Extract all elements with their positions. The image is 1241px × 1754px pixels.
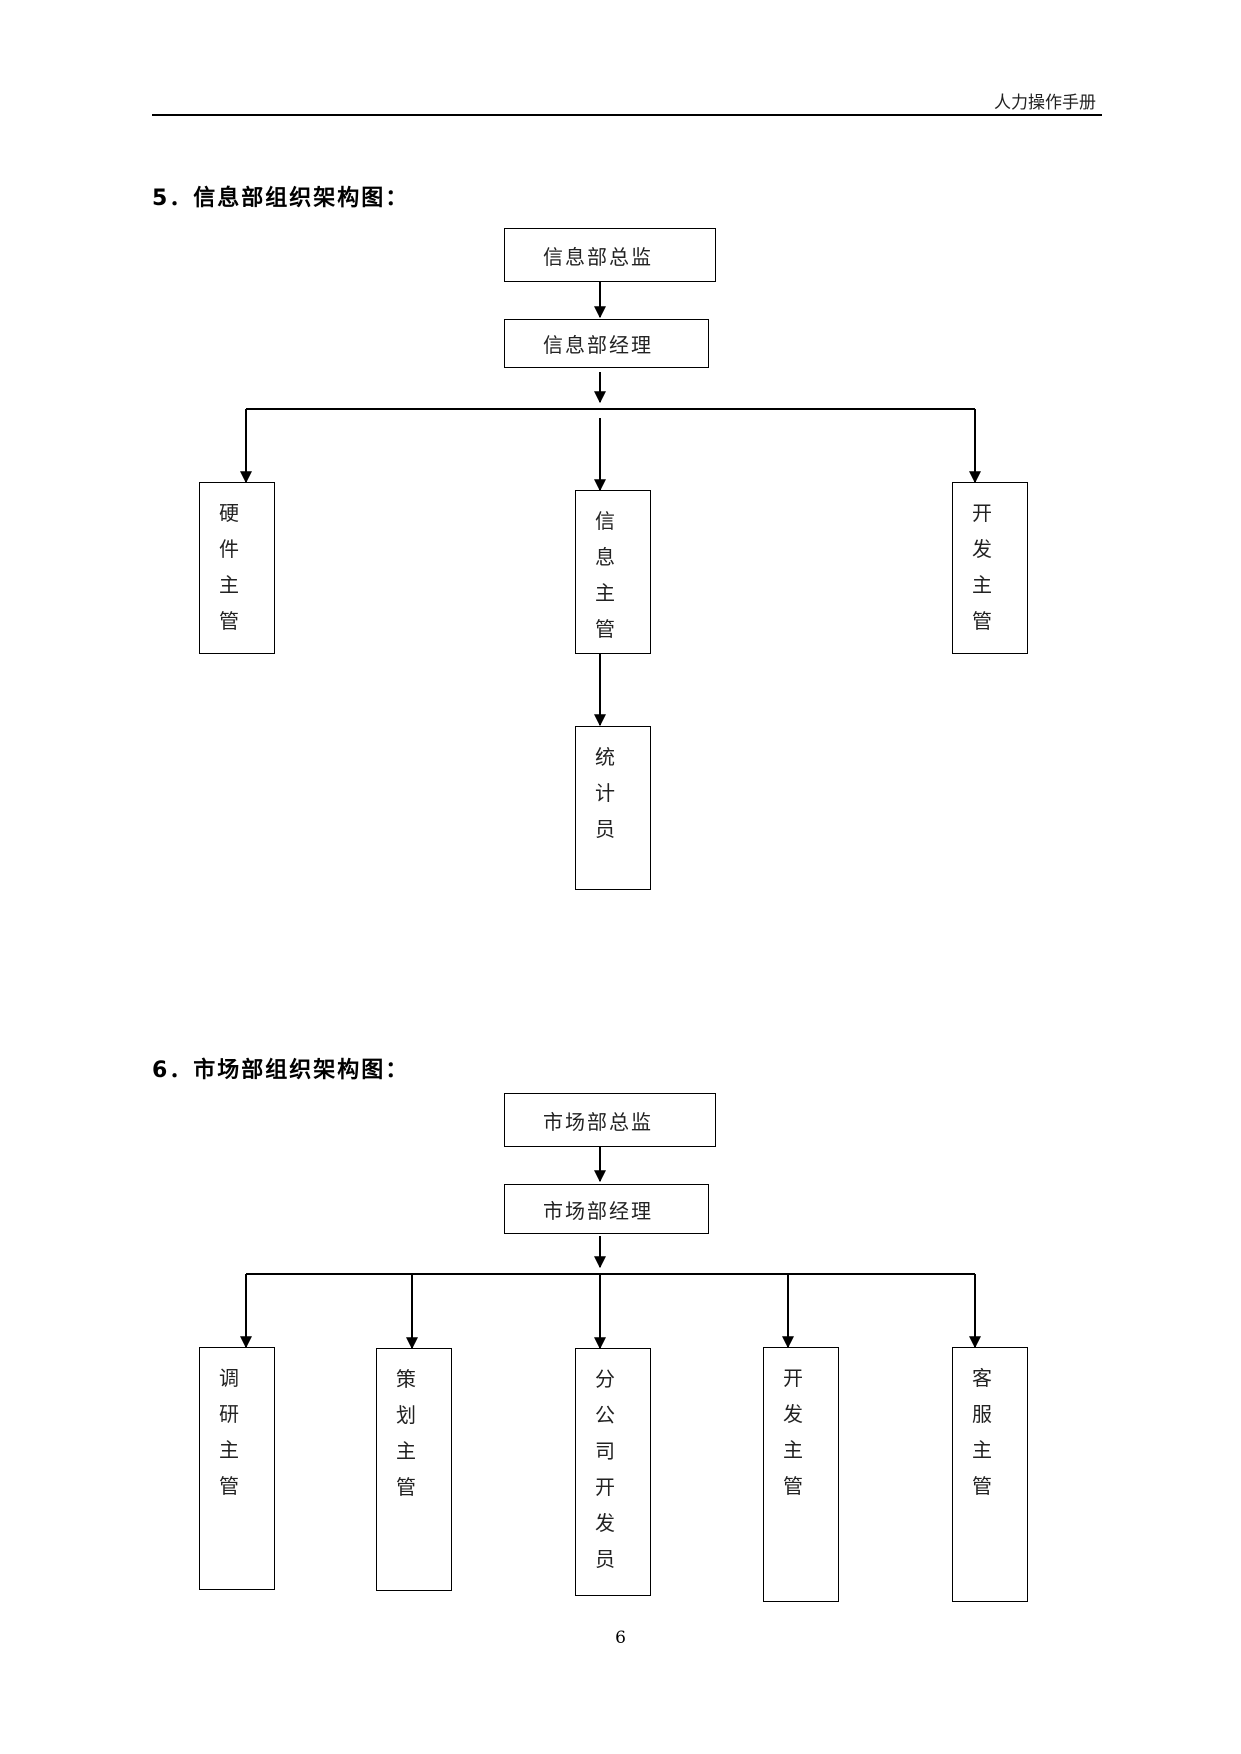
research-supervisor-label: 调研主管 <box>219 1366 239 1498</box>
hardware-supervisor-box: 硬件主管 <box>199 482 275 654</box>
statistician-label: 统计员 <box>595 745 615 841</box>
info-supervisor-box: 信息主管 <box>575 490 651 654</box>
header-title: 人力操作手册 <box>994 93 1096 113</box>
info-supervisor-label: 信息主管 <box>595 509 615 641</box>
market-manager-label: 市场部经理 <box>543 1198 653 1223</box>
dev-supervisor-box: 开发主管 <box>952 482 1028 654</box>
customer-service-supervisor-label: 客服主管 <box>972 1366 992 1498</box>
info-manager-box: 信息部经理 <box>504 319 709 368</box>
section-title-info-dept: 5．信息部组织架构图： <box>152 186 410 211</box>
section-title-market-dept: 6．市场部组织架构图： <box>152 1058 410 1083</box>
market-manager-box: 市场部经理 <box>504 1184 709 1234</box>
info-director-label: 信息部总监 <box>543 244 653 269</box>
market-director-label: 市场部总监 <box>543 1109 653 1134</box>
info-manager-label: 信息部经理 <box>543 333 653 357</box>
dev-supervisor-label: 开发主管 <box>972 501 992 633</box>
hardware-supervisor-label: 硬件主管 <box>219 501 239 633</box>
research-supervisor-box: 调研主管 <box>199 1347 275 1590</box>
market-dev-supervisor-box: 开发主管 <box>763 1347 839 1602</box>
customer-service-supervisor-box: 客服主管 <box>952 1347 1028 1602</box>
info-director-box: 信息部总监 <box>504 228 716 282</box>
market-director-box: 市场部总监 <box>504 1093 716 1147</box>
branch-developer-box: 分公司开发员 <box>575 1348 651 1596</box>
header-rule <box>152 114 1102 116</box>
market-dev-supervisor-label: 开发主管 <box>783 1366 803 1498</box>
planning-supervisor-box: 策划主管 <box>376 1348 452 1591</box>
planning-supervisor-label: 策划主管 <box>396 1367 416 1499</box>
branch-developer-label: 分公司开发员 <box>595 1367 615 1571</box>
page-number: 6 <box>615 1628 626 1648</box>
statistician-box: 统计员 <box>575 726 651 890</box>
